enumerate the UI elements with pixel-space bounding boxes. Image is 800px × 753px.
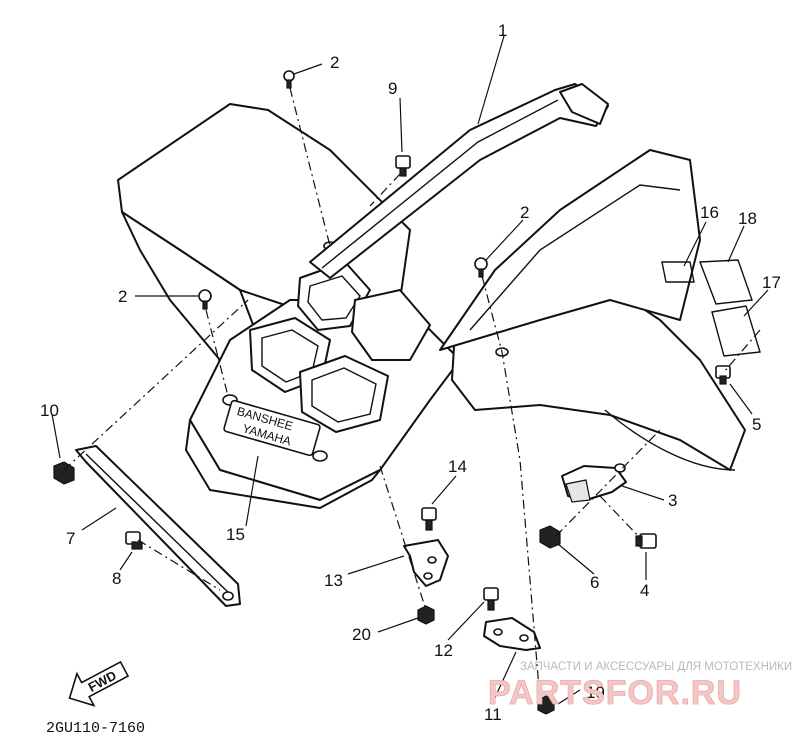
nut-6	[539, 525, 561, 549]
grab-rail	[309, 83, 609, 279]
callout-18: 18	[738, 209, 757, 228]
callout-15: 15	[226, 525, 245, 544]
callout-2a: 2	[330, 53, 339, 72]
callout-12: 12	[434, 641, 453, 660]
callout-4: 4	[640, 581, 649, 600]
screw-2b	[198, 289, 212, 310]
leader-lines	[51, 35, 769, 705]
bolt-9	[395, 155, 411, 177]
callout-2b: 2	[118, 287, 127, 306]
hardware	[53, 70, 731, 715]
bolt-12	[483, 587, 499, 611]
nut-10	[53, 461, 75, 485]
fwd-label: FWD	[86, 668, 119, 695]
callout-9: 9	[388, 79, 397, 98]
stay-bar	[75, 445, 241, 607]
bracket-11	[483, 617, 541, 651]
callout-8: 8	[112, 569, 121, 588]
screw-2c	[474, 257, 488, 278]
callout-14: 14	[448, 457, 467, 476]
callout-6: 6	[590, 573, 599, 592]
callout-20: 20	[352, 625, 371, 644]
drawing-code: 2GU110-7160	[46, 720, 145, 737]
fwd-arrow: FWD	[68, 660, 130, 707]
bolt-14	[421, 507, 437, 531]
bolt-8	[125, 531, 143, 550]
watermark-site: PARTSFOR.RU	[488, 674, 742, 712]
callout-17: 17	[762, 273, 781, 292]
screw-2a	[283, 70, 295, 89]
bracket-13	[403, 539, 449, 587]
bolt-5	[715, 365, 731, 385]
callout-11: 11	[484, 705, 502, 724]
callout-16: 16	[700, 203, 719, 222]
nut-20	[417, 605, 435, 625]
callout-3: 3	[668, 491, 677, 510]
callout-7: 7	[66, 529, 75, 548]
watermark-caption: ЗАПЧАСТИ И АКСЕССУАРЫ ДЛЯ МОТОТЕХНИКИ	[520, 661, 792, 673]
callout-1: 1	[498, 21, 507, 40]
assembly-lines	[63, 87, 761, 701]
decals	[661, 259, 761, 357]
callout-numbers: 1 2 2 2 3 4 5 6 7 8 9 10 11 12 13 14 15 …	[40, 21, 781, 724]
nut-19	[537, 695, 555, 715]
callout-10: 10	[40, 401, 59, 420]
reflector-bracket-3	[561, 463, 627, 503]
bolt-4	[635, 533, 657, 549]
callout-2c: 2	[520, 203, 529, 222]
callout-13: 13	[324, 571, 343, 590]
callout-19: 19	[586, 683, 605, 702]
callout-5: 5	[752, 415, 761, 434]
